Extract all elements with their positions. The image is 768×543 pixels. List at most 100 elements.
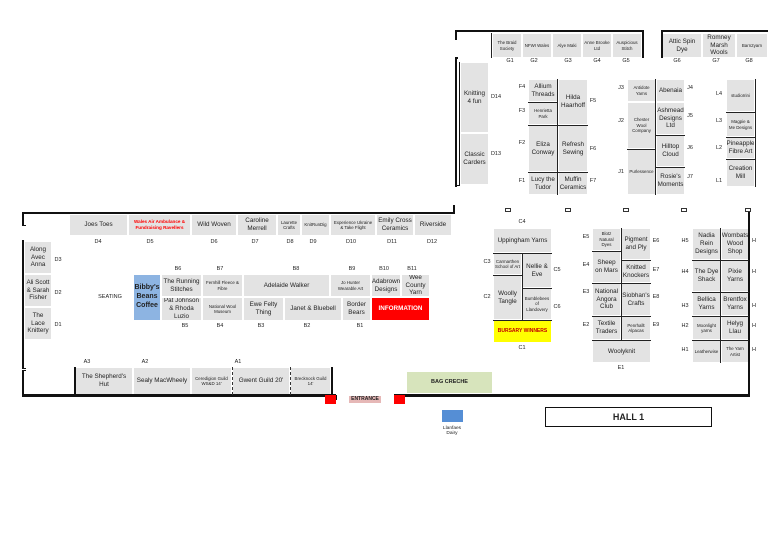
stall-l4: studioIrini [726,79,755,112]
stall-l2: Pineapple Fibre Art [726,137,755,159]
label-f6: F6 [589,146,597,152]
wall [455,30,457,40]
label-d3: D3 [54,257,62,263]
stall-c3: Carmarthen School of Art [493,253,522,275]
stall-g5: Auspicious Stitch [612,33,642,58]
dashed-divider [290,367,291,395]
label-h4r: H [752,269,756,275]
label-h3r: H [752,303,756,309]
label-a2: A2 [141,359,149,365]
wall [22,394,336,397]
stall-b7: Fernhill Fleece & Fibre [202,274,243,297]
stall-e4: Sheep on Mars [592,251,621,283]
stall-j1: Purlessence [627,149,656,195]
label-h5: H5 [681,238,689,244]
stall-divider [656,167,685,168]
label-l4: L4 [715,91,723,97]
stall-h3: Bellica Yarns [692,292,721,316]
label-g2: G2 [530,58,538,64]
stall-j5: Ashmead Designs Ltd [656,102,685,135]
stall-b8: Adelaide Walker [243,274,330,297]
stall-d7: Caroline Merrell [237,214,277,236]
label-h2: H2 [681,323,689,329]
label-dairy: Llanfaes Dairy [442,426,462,436]
label-c1: C1 [518,345,526,351]
stall-d9: KnitRunDig [301,214,330,236]
stall-d3: Along Avec Anna [24,241,52,274]
label-b6: B6 [174,266,182,272]
stall-d13: Classic Carders [460,133,489,185]
label-b11: B11 [407,266,417,272]
stall-divider [592,340,651,341]
wall [331,367,333,395]
stall-b3: Ewe Felty Thing [243,297,284,321]
label-d8: D8 [286,239,294,245]
stall-divider [493,320,552,321]
stall-divider [493,253,552,254]
label-g3: G3 [564,58,572,64]
stall-d2: Ali Scott & Sarah Fisher [24,274,52,307]
stall-b5: Pat Johnson & Rhoda Luzio [161,297,202,321]
stall-f2: Eliza Conway [528,125,558,172]
stall-l1: Creation Mill [726,159,755,187]
stall-a1: Gwent Guild 20' [232,367,290,395]
stall-divider [522,253,523,320]
wall [22,225,26,226]
label-c4: C4 [518,219,526,225]
stall-d6: Wild Woven [191,214,237,236]
label-e1: E1 [617,365,625,371]
stall-divider [491,33,492,58]
stall-a1b: Brecknock Guild 14' [290,367,331,395]
wall [22,240,24,368]
label-e8: E8 [652,294,660,300]
stall-divider [592,283,651,284]
label-j1: J1 [618,169,624,175]
stall-dairy [441,409,464,423]
label-d9: D9 [309,239,317,245]
label-h1: H1 [681,347,689,353]
stall-divider [493,275,522,276]
label-g6: G6 [673,58,681,64]
wall [74,367,76,395]
wall [459,62,460,186]
label-d14: D14 [490,94,502,100]
label-b9: B9 [348,266,356,272]
label-h1r: H [752,347,756,353]
stall-divider [755,79,756,187]
stall-d14: Knitting 4 fun [460,62,489,133]
label-d13: D13 [490,151,502,157]
label-h5r: H [752,238,756,244]
label-f5: F5 [589,98,597,104]
stall-j2: Chester Wool Company [627,102,656,149]
wall [455,185,459,186]
wall [642,30,644,58]
stall-e6: Pigment and Ply [621,228,651,260]
label-j3: J3 [618,85,624,91]
label-j5: J5 [687,113,693,119]
label-seating: SEATING [98,294,122,300]
stall-e8: Siobhan's Crafts [621,283,651,316]
stall-divider [726,159,755,160]
stall-f7: Muffin Ceramics [558,172,588,195]
wall [455,57,458,59]
stall-h2b: Helyg Llau [721,316,749,340]
stall-f5: Hilda Haarhoff [558,79,588,125]
stall-j7: Rosie's Moments [656,167,685,195]
label-d11: D11 [387,239,397,245]
wall [22,370,24,396]
label-b10: B10 [379,266,389,272]
stall-f6: Refresh Sewing [558,125,588,172]
label-b8: B8 [292,266,300,272]
stall-divider [592,251,621,252]
stall-a3: The Shepherd's Hut [75,367,133,395]
stall-divider [692,260,749,261]
wall [661,30,663,58]
label-e5: E5 [582,234,590,240]
door-marker [394,395,405,404]
label-g7: G7 [712,58,720,64]
label-d12: D12 [426,239,438,245]
label-j6: J6 [687,145,693,151]
stall-c4: Uppingham Yarns [493,228,552,253]
stall-b11: Wee County Yarn [401,274,430,297]
label-d10: D10 [345,239,357,245]
